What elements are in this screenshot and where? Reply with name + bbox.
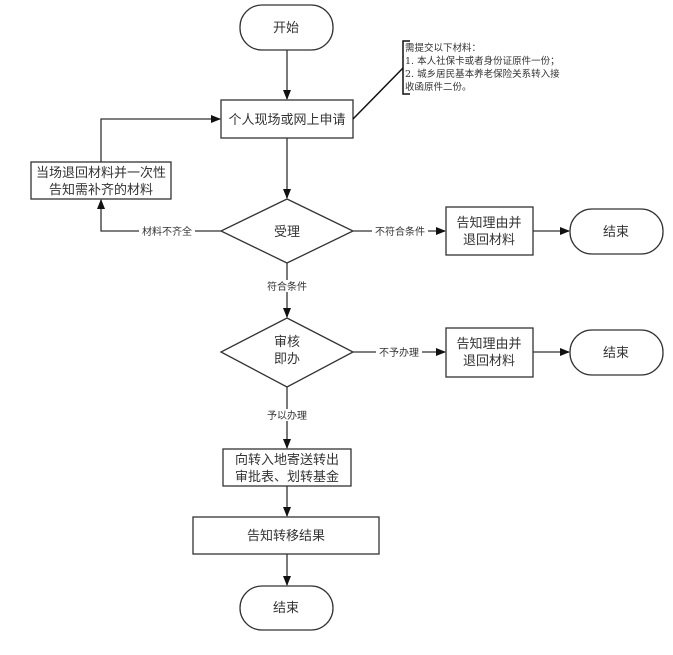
end-1-label: 结束 [603, 225, 629, 240]
end-node-3: 结束 [239, 585, 334, 631]
end-node-2: 结束 [569, 329, 664, 376]
start-label: 开始 [273, 21, 299, 36]
edge-label-bg [139, 225, 195, 237]
review-decision: 审核 即办 [219, 317, 355, 388]
note-line-3: 2. 城乡居民基本养老保险关系转入接 [405, 68, 560, 80]
start-node: 开始 [239, 4, 334, 51]
notify-node: 告知转移结果 [192, 516, 380, 555]
reject-1-line-2: 退回材料 [463, 233, 515, 248]
accept-label: 受理 [274, 225, 300, 240]
edge-label-not-qualified: 不符合条件 [375, 225, 425, 238]
end-node-1: 结束 [569, 208, 664, 255]
review-line-1: 审核 [274, 335, 300, 350]
reject-node-1: 告知理由并 退回材料 [445, 206, 534, 256]
edge-label-not-handled: 不予办理 [379, 346, 419, 359]
return-materials-line-1: 当场退回材料并一次性 [36, 165, 166, 181]
edge-label-bg [263, 409, 311, 421]
reject-2-line-2: 退回材料 [463, 354, 515, 369]
edge-label-qualified: 符合条件 [267, 280, 307, 293]
edge-label-bg [376, 346, 422, 358]
materials-note: 需提交以下材料： 1. 本人社保卡或者身份证原件一份； 2. 城乡居民基本养老保… [352, 40, 560, 120]
send-line-2: 审批表、划转基金 [235, 469, 339, 485]
edge-return-apply [100, 115, 221, 162]
return-materials-node: 当场退回材料并一次性 告知需补齐的材料 [30, 161, 172, 200]
reject-1-line-1: 告知理由并 [456, 215, 521, 231]
edge-label-bg [372, 225, 428, 237]
edge-label-incomplete: 材料不齐全 [142, 225, 192, 238]
return-materials-line-2: 告知需补齐的材料 [49, 182, 153, 198]
send-line-1: 向转入地寄送转出 [235, 452, 339, 468]
send-node: 向转入地寄送转出 审批表、划转基金 [222, 448, 352, 487]
note-line-1: 需提交以下材料： [405, 42, 481, 54]
edge-label-handled: 予以办理 [267, 409, 307, 422]
reject-2-line-1: 告知理由并 [456, 336, 521, 352]
edge-label-bg [263, 280, 311, 292]
notify-label: 告知转移结果 [247, 528, 325, 544]
apply-node: 个人现场或网上申请 [220, 99, 354, 139]
note-line-4: 收函原件二份。 [405, 81, 472, 93]
end-3-label: 结束 [273, 601, 299, 616]
accept-decision: 受理 [219, 198, 355, 264]
note-connector [352, 67, 404, 120]
note-line-2: 1. 本人社保卡或者身份证原件一份； [405, 55, 560, 67]
end-2-label: 结束 [603, 346, 629, 361]
note-bracket [402, 40, 410, 95]
reject-node-2: 告知理由并 退回材料 [445, 327, 534, 378]
review-line-2: 即办 [274, 352, 300, 367]
apply-label: 个人现场或网上申请 [228, 113, 345, 128]
